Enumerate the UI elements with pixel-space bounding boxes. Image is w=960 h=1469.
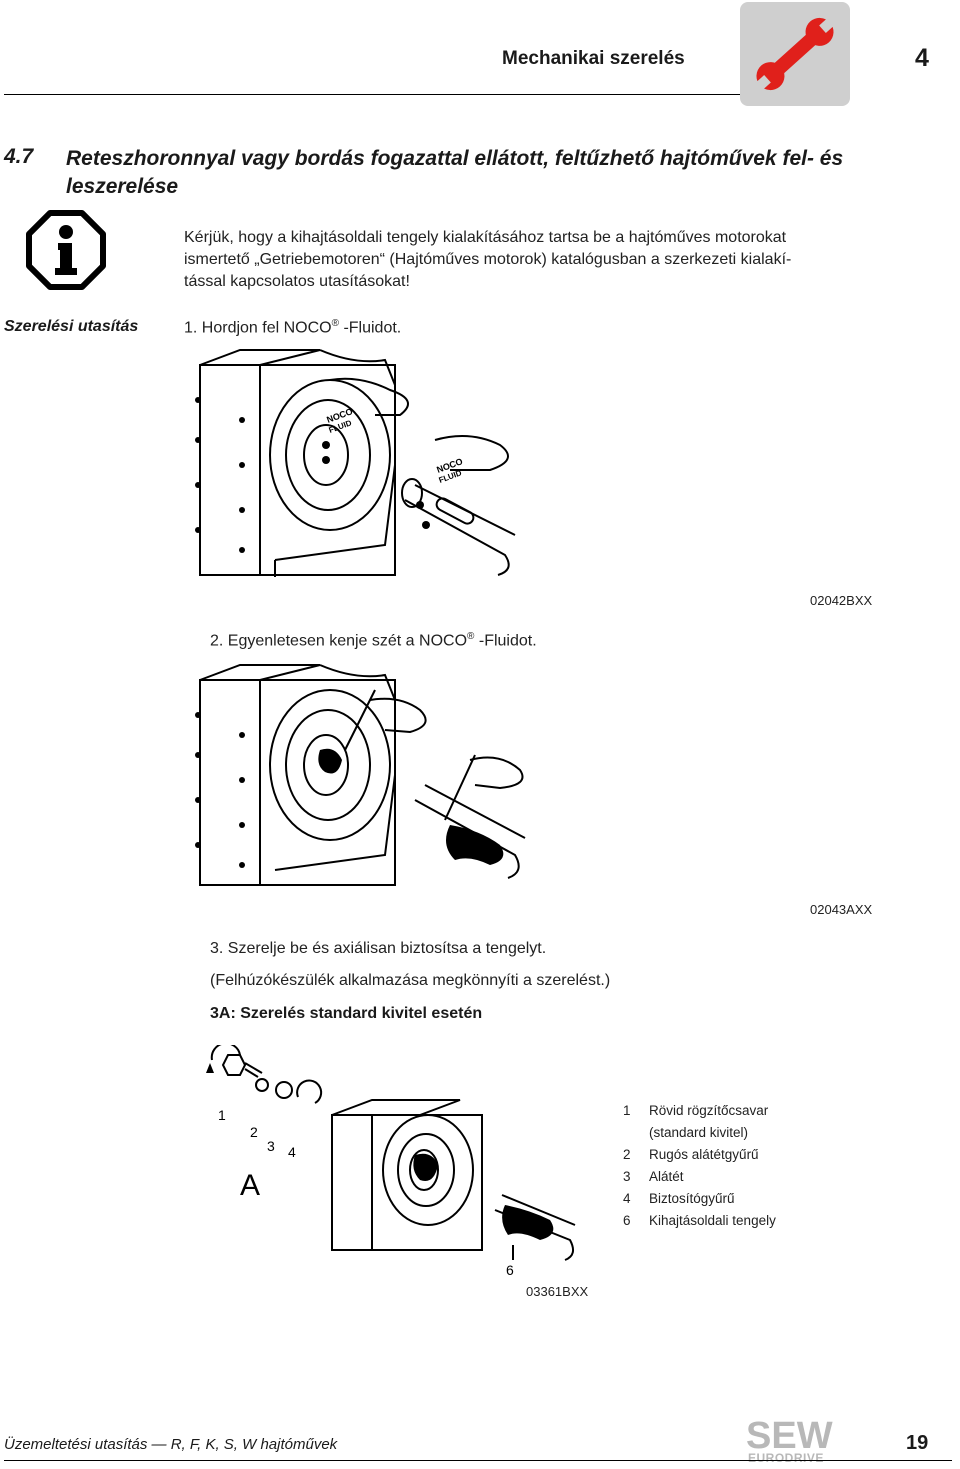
svg-text:SEW: SEW xyxy=(746,1415,833,1457)
legend-item: (standard kivitel) xyxy=(649,1125,749,1140)
svg-text:EURODRIVE: EURODRIVE xyxy=(748,1451,824,1464)
label-4: 4 xyxy=(288,1144,296,1160)
label-3: 3 xyxy=(267,1138,275,1154)
side-label: Szerelési utasítás xyxy=(4,318,139,335)
figure-1-code: 02042BXX xyxy=(810,593,873,608)
step-3-note: (Felhúzókészülék alkalmazása megkönnyíti… xyxy=(210,972,611,989)
figure-2-code: 02043AXX xyxy=(810,902,873,917)
registered-mark: ® xyxy=(467,631,475,642)
footer-document-title: Üzemeltetési utasítás — R, F, K, S, W ha… xyxy=(4,1436,338,1453)
label-6: 6 xyxy=(506,1262,514,1278)
info-line-2: ismertető „Getriebemotoren“ (Hajtóműves … xyxy=(184,251,792,268)
step-2: 2. Egyenletesen kenje szét a NOCO® -Flui… xyxy=(210,631,537,650)
section-number: 4.7 xyxy=(4,145,34,168)
label-A: A xyxy=(240,1169,260,1202)
step-2-text: 2. Egyenletesen kenje szét a NOCO xyxy=(210,632,468,650)
step-1: 1. Hordjon fel NOCO® -Fluidot. xyxy=(184,318,401,337)
step-1-text: 1. Hordjon fel NOCO xyxy=(184,319,332,337)
step-3: 3. Szerelje be és axiálisan biztosítsa a… xyxy=(210,940,547,957)
info-line-3: tással kapcsolatos utasításokat! xyxy=(184,273,410,290)
figure-3-illustration: 1 2 3 4 A 6 xyxy=(200,1042,600,1285)
step-3a-heading: 3A: Szerelés standard kivitel esetén xyxy=(210,1005,483,1022)
sew-eurodrive-logo: SEW EURODRIVE xyxy=(744,1414,852,1465)
figure-1-illustration: NOCO FLUID NOCO FLUID xyxy=(180,345,740,585)
footer-rule xyxy=(4,1460,952,1461)
figure-2-illustration xyxy=(180,660,740,895)
header-rule xyxy=(4,94,744,95)
registered-mark: ® xyxy=(331,318,339,329)
chapter-number: 4 xyxy=(915,44,929,72)
figure-3-code: 03361BXX xyxy=(526,1284,589,1299)
label-1: 1 xyxy=(218,1107,226,1123)
step-2-suffix: -Fluidot. xyxy=(478,632,537,650)
section-title: Reteszhoronnyal vagy bordás fogazattal e… xyxy=(66,147,844,198)
info-line-1: Kérjük, hogy a kihajtásoldali tengely ki… xyxy=(184,229,787,246)
info-paragraph: Kérjük, hogy a kihajtásoldali tengely ki… xyxy=(184,227,884,293)
page-number: 19 xyxy=(906,1432,929,1454)
running-header-title: Mechanikai szerelés xyxy=(502,48,685,69)
wrench-icon xyxy=(740,2,850,106)
step-1-suffix: -Fluidot. xyxy=(343,319,402,337)
label-2: 2 xyxy=(250,1124,258,1140)
info-icon xyxy=(26,210,106,290)
